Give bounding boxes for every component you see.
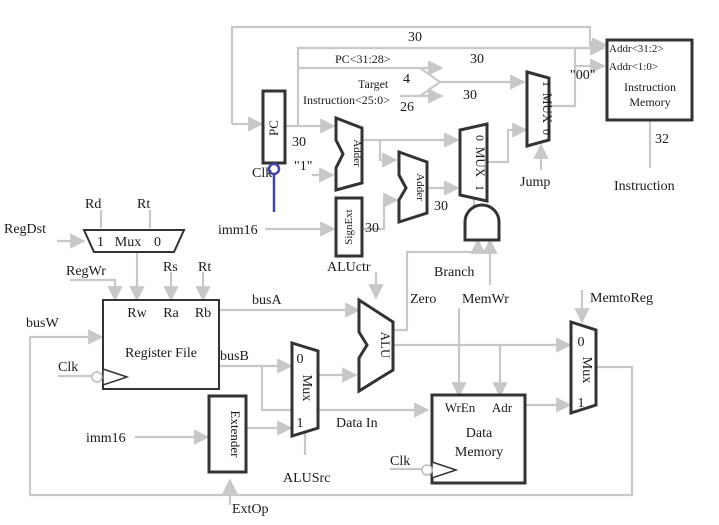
pc-label: PC [266, 120, 281, 136]
label-clk-pc: Clk [252, 166, 272, 181]
label-zeros: "00" [570, 68, 595, 83]
width-30c: 30 [365, 221, 379, 236]
label-rt-top: Rt [137, 197, 150, 212]
label-rd: Rd [85, 197, 101, 212]
label-jump: Jump [520, 175, 550, 190]
label-busw: busW [26, 316, 59, 331]
adder-1: Adder [334, 115, 364, 192]
signal-labels: RegDst Rd Rt RegWr Rs Rt busW Clk imm16 … [4, 30, 675, 517]
alu-label: ALU [378, 332, 393, 359]
dmem-title-2: Memory [455, 445, 503, 460]
label-branch: Branch [434, 265, 474, 280]
register-file: Register File Rw Ra Rb [91, 299, 220, 390]
mux-jump: MUX 1 0 [525, 70, 555, 148]
label-memtoreg: MemtoReg [590, 291, 653, 306]
label-busa: busA [252, 293, 282, 308]
label-clk: Clk [58, 360, 78, 375]
signext-label: SignExt [343, 209, 355, 244]
mux-memtoreg-in0: 0 [578, 335, 585, 350]
mux-jump-label: MUX [540, 93, 555, 124]
label-regdst: RegDst [4, 222, 46, 237]
register-file-title: Register File [125, 346, 197, 361]
instruction-memory: Addr<31:2> Addr<1:0> Instruction Memory [605, 38, 694, 122]
port-rw: Rw [127, 306, 147, 321]
label-busb: busB [220, 349, 249, 364]
mux-regdst: 1 Mux 0 [82, 229, 186, 253]
clock-bubble-icon [91, 371, 103, 383]
mux-memtoreg-label: Mux [579, 357, 594, 383]
width-32: 32 [655, 132, 669, 147]
label-rs: Rs [163, 260, 178, 275]
label-extop: ExtOp [232, 502, 269, 517]
alu: ALU [357, 297, 395, 394]
branch-and-gate [463, 203, 501, 242]
label-imm16-top: imm16 [218, 223, 258, 238]
mux-regdst-in1: 1 [97, 235, 104, 250]
label-regwr: RegWr [66, 264, 106, 279]
mux-branch: MUX 0 1 [458, 122, 489, 203]
dmem-clock-bubble-icon [421, 464, 433, 476]
mux-alusrc: Mux 0 1 [290, 340, 320, 439]
mux-regdst-in0: 0 [154, 235, 161, 250]
pc-clock-bubble-icon [267, 162, 281, 176]
imem-addr-lo: Addr<1:0> [609, 61, 658, 73]
label-const-one: "1" [294, 159, 312, 174]
adder-2: Adder [397, 149, 429, 225]
label-memwr: MemWr [462, 292, 509, 307]
mux-branch-in1: 1 [473, 185, 487, 191]
mux-memtoreg-in1: 1 [578, 396, 585, 411]
label-target-range: Instruction<25:0> [303, 93, 390, 107]
mux-alusrc-in1: 1 [297, 416, 304, 431]
dmem-wren: WrEn [445, 400, 476, 415]
wires [28, 25, 652, 505]
width-26: 26 [400, 100, 414, 115]
pc-register: PC [261, 89, 287, 212]
imem-addr-hi: Addr<31:2> [609, 43, 664, 55]
label-zero: Zero [410, 292, 436, 307]
clock-triangle-icon [102, 367, 130, 387]
signext-block: SignExt [334, 196, 364, 258]
label-imm16: imm16 [86, 431, 126, 446]
dmem-adr: Adr [492, 400, 513, 415]
width-top: 30 [408, 30, 422, 45]
mux-memtoreg: Mux 0 1 [569, 319, 598, 416]
mux-jump-in1: 1 [540, 81, 554, 87]
adder-1-label: Adder [351, 139, 363, 167]
imem-title-1: Instruction [624, 80, 676, 94]
label-alusrc: ALUSrc [283, 471, 330, 486]
width-30a: 30 [463, 88, 477, 103]
width-pc-top: 30 [470, 52, 484, 67]
extender-block: Extender [207, 394, 248, 474]
dmem-title-1: Data [466, 426, 493, 441]
label-data-in: Data In [336, 416, 378, 431]
port-ra: Ra [163, 306, 179, 321]
mux-branch-in0: 0 [473, 135, 487, 141]
extender-label: Extender [228, 411, 243, 459]
port-rb: Rb [195, 306, 211, 321]
label-pc-hi: PC<31:28> [335, 52, 391, 66]
label-aluctr: ALUctr [327, 260, 371, 275]
label-instruction: Instruction [614, 179, 675, 194]
mux-jump-in0: 0 [540, 129, 554, 135]
mux-regdst-label: Mux [115, 235, 141, 250]
width-4: 4 [403, 72, 410, 87]
width-30b: 30 [434, 199, 448, 214]
mux-alusrc-in0: 0 [297, 352, 304, 367]
mux-branch-label: MUX [473, 147, 488, 178]
adder-2-label: Adder [414, 173, 426, 201]
label-target: Target [358, 77, 389, 91]
label-rt: Rt [198, 260, 211, 275]
label-clk-mem: Clk [390, 454, 410, 469]
imem-title-2: Memory [629, 95, 670, 109]
mux-alusrc-label: Mux [299, 375, 314, 401]
width-pc: 30 [292, 135, 306, 150]
data-memory: WrEn Adr Data Memory [421, 393, 527, 485]
